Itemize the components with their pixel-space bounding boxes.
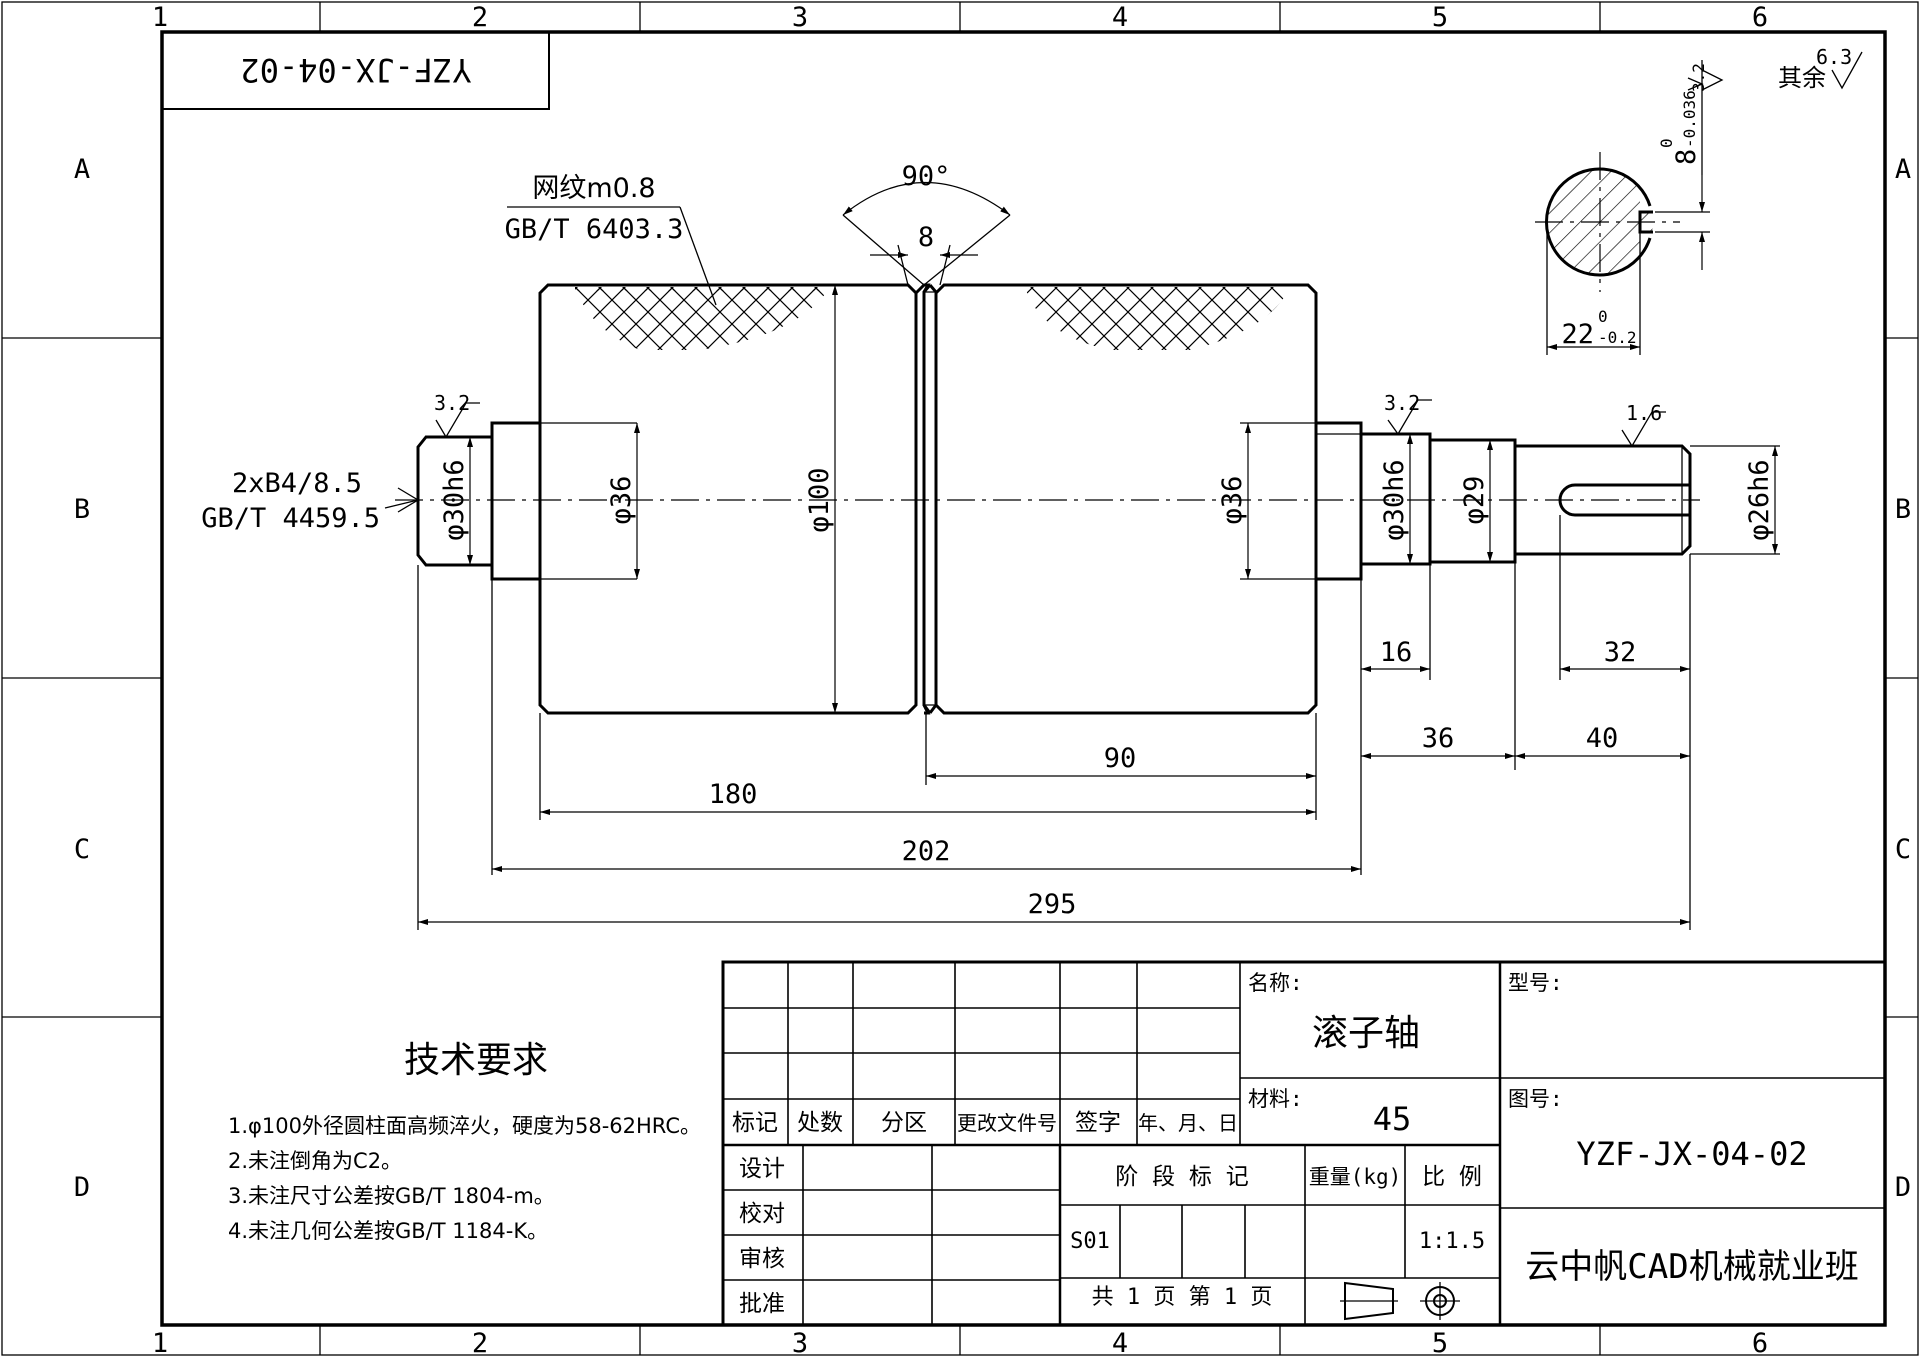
roughness-left-journal: 3.2 [434,391,470,415]
rev-header-change-doc: 更改文件号 [957,1111,1057,1135]
section-keyway-tol-upper: 0 [1657,138,1676,148]
dim-roller-dia: φ100 [804,467,835,532]
dim-16: 16 [1380,637,1413,668]
rev-header-signature: 签字 [1075,1110,1121,1136]
material-value: 45 [1373,1100,1412,1138]
role-design: 设计 [739,1156,785,1182]
role-approve: 批准 [739,1291,785,1317]
other-roughness: 其余 6.3 [1778,45,1863,92]
dim-groove-angle: 90° [902,161,951,192]
section-keyway-width: 8 [1671,149,1702,165]
section-keyway-tol-lower: -0.036 [1680,90,1699,148]
dim-36: 36 [1422,723,1455,754]
material-label: 材料: [1248,1087,1303,1111]
center-hole-note-line2: GB/T 4459.5 [201,503,380,534]
part-name: 滚子轴 [1312,1013,1420,1054]
code-box: YZF-JX-04-02 [161,31,550,110]
zone-col-2-bottom: 2 [472,1328,488,1357]
other-roughness-value: 6.3 [1816,45,1852,69]
knurl-note-line1: 网纹m0.8 [532,173,655,204]
drawing-no-label: 图号: [1508,1087,1563,1111]
knurl-note-line2: GB/T 6403.3 [505,214,684,245]
dim-groove-width: 8 [918,222,934,253]
zone-row-d-right: D [1895,1172,1911,1203]
zone-row-a-right: A [1895,154,1911,185]
scale-value: 1:1.5 [1419,1229,1485,1254]
zone-labels: 1 2 3 4 5 6 1 2 3 4 5 6 A B C D A B C D [74,2,1911,1357]
zone-col-5-top: 5 [1432,2,1448,33]
dim-90: 90 [1104,743,1137,774]
tech-requirements: 技术要求 1.φ100外径圆柱面高频淬火，硬度为58-62HRC。 2.未注倒角… [228,1040,701,1243]
role-check: 校对 [739,1201,785,1227]
name-label: 名称: [1248,971,1303,995]
zone-row-d-left: D [74,1172,90,1203]
code-box-text: YZF-JX-04-02 [240,51,471,89]
roughness-shaft-end: 1.6 [1626,401,1662,425]
company-name: 云中帆CAD机械就业班 [1525,1247,1858,1287]
section-view: 22 0 -0.2 8 0 -0.036 3.2 [1535,60,1724,355]
zone-col-1-bottom: 1 [152,1328,168,1357]
zone-col-5-bottom: 5 [1432,1328,1448,1357]
section-depth-tol-lower: -0.2 [1598,328,1637,347]
knurl-right [1025,287,1290,350]
tech-requirement-1: 1.φ100外径圆柱面高频淬火，硬度为58-62HRC。 [228,1114,701,1138]
rev-header-date: 年、月、日 [1138,1111,1238,1135]
zone-col-2-top: 2 [472,2,488,33]
zone-col-4-bottom: 4 [1112,1328,1128,1357]
sheet-text: 共 1 页 第 1 页 [1092,1285,1273,1310]
model-label: 型号: [1508,971,1563,995]
tech-requirements-title: 技术要求 [404,1040,548,1081]
tech-requirement-4: 4.未注几何公差按GB/T 1184-K。 [228,1219,548,1243]
roughness-right-journal: 3.2 [1384,391,1420,415]
dimensions: 16 32 36 40 90 180 202 295 8 90° φ30h6 φ… [417,161,1780,930]
knurl-left [575,287,830,350]
rev-header-mark: 标记 [732,1110,778,1136]
dim-left-journal-dia: φ30h6 [439,459,470,540]
section-depth-tol-upper: 0 [1598,307,1608,326]
zone-row-b-left: B [74,494,90,525]
zone-col-3-bottom: 3 [792,1328,808,1357]
dim-40: 40 [1586,723,1619,754]
knurl-note: 网纹m0.8 GB/T 6403.3 [505,173,717,306]
center-hole-note: 2xB4/8.5 GB/T 4459.5 [201,468,420,534]
zone-row-c-left: C [74,834,90,865]
zone-row-b-right: B [1895,494,1911,525]
zone-col-6-bottom: 6 [1752,1328,1768,1357]
dim-32: 32 [1604,637,1637,668]
dim-180: 180 [709,779,758,810]
zone-row-c-right: C [1895,834,1911,865]
zone-col-4-top: 4 [1112,2,1128,33]
section-depth: 22 [1561,319,1594,350]
dim-shaft-end-dia: φ26h6 [1744,459,1775,540]
scale-label: 比 例 [1422,1164,1482,1190]
stage-label: 阶 段 标 记 [1115,1164,1249,1190]
weight-label: 重量(kg) [1309,1165,1402,1189]
tech-requirement-3: 3.未注尺寸公差按GB/T 1804-m。 [228,1184,555,1208]
rev-header-zone: 分区 [881,1110,927,1136]
dim-left-bore-dia: φ36 [606,476,637,525]
dim-right-bore-dia: φ36 [1217,476,1248,525]
dim-295: 295 [1028,889,1077,920]
dim-202: 202 [902,836,951,867]
tech-requirement-2: 2.未注倒角为C2。 [228,1149,402,1173]
other-roughness-label: 其余 [1778,64,1826,92]
stage-code: S01 [1070,1229,1110,1254]
section-keyway-roughness: 3.2 [1689,63,1708,92]
center-hole-note-line1: 2xB4/8.5 [232,468,362,499]
zone-col-1-top: 1 [152,2,168,33]
roughness-marks: 3.2 3.2 1.6 [434,391,1666,448]
title-block: 标记 处数 分区 更改文件号 签字 年、月、日 设计 校对 审核 批准 阶 段 … [721,960,1887,1327]
role-review: 审核 [739,1246,785,1272]
projection-symbol [1340,1281,1460,1321]
zone-col-6-top: 6 [1752,2,1768,33]
zone-col-3-top: 3 [792,2,808,33]
zone-row-a-left: A [74,154,90,185]
drawing-no-value: YZF-JX-04-02 [1576,1135,1807,1173]
dim-step-dia: φ29 [1459,476,1490,525]
dim-right-journal-dia: φ30h6 [1379,459,1410,540]
rev-header-count: 处数 [797,1110,843,1136]
shaft-view [395,283,1700,715]
